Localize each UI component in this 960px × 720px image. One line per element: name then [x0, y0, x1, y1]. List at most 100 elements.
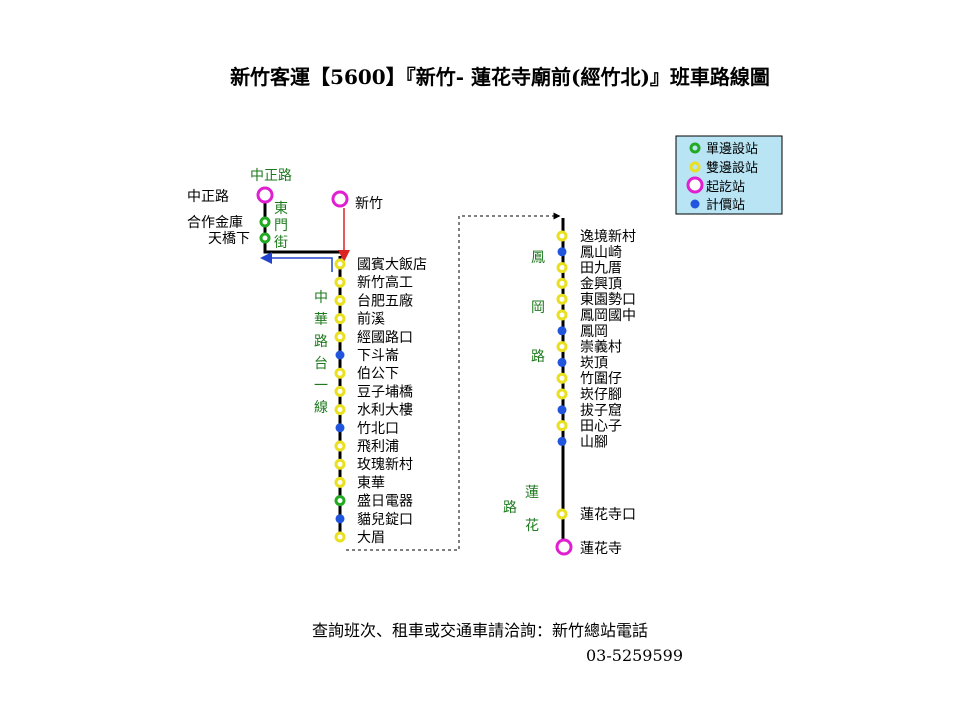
station-marker: [556, 388, 568, 400]
station-label: 竹北口: [357, 421, 399, 437]
station-label: 豆子埔橋: [357, 384, 413, 400]
legend-single-side-marker: [689, 142, 701, 154]
station-label: 崇義村: [580, 339, 622, 356]
road-label-dongmen-2: 門: [274, 218, 288, 234]
road-label-lianhua-1: 蓮: [525, 485, 539, 501]
footer-contact: 查詢班次、租車或交通車請洽詢：新竹總站電話: [312, 621, 648, 640]
station-marker: [334, 258, 346, 270]
station-marker: [334, 476, 346, 488]
legend-terminal-label: 起訖站: [706, 179, 745, 195]
station-marker: [557, 405, 567, 415]
road-label-lianhua-3: 花: [525, 518, 539, 534]
station-label-lianhua-kou: 蓮花寺口: [580, 507, 636, 523]
road-label-dongmen-3: 街: [274, 235, 288, 251]
station-marker: [334, 531, 346, 543]
station-label: 鳳岡: [580, 324, 608, 340]
station-marker-zhongzheng: [256, 186, 274, 204]
legend-single-side-label: 單邊設站: [706, 141, 758, 157]
station-marker: [557, 326, 567, 336]
station-label: 金興頂: [580, 276, 622, 292]
station-label-hezuo: 合作金庫: [187, 214, 243, 231]
station-label: 下斗崙: [357, 348, 399, 364]
station-label: 台肥五廠: [357, 292, 413, 309]
station-label: 崁頂: [580, 355, 608, 371]
station-marker: [334, 495, 346, 507]
road-label-fenggang-3: 路: [531, 349, 545, 365]
road-label-fenggang-1: 鳳: [531, 250, 545, 266]
station-label: 田心子: [580, 419, 622, 435]
station-label: 玫瑰新村: [357, 457, 413, 473]
station-label: 前溪: [357, 311, 385, 328]
station-marker: [334, 276, 346, 288]
station-label: 東華: [357, 475, 385, 491]
station-marker: [334, 331, 346, 343]
station-marker: [556, 309, 568, 321]
legend: 單邊設站 雙邊設站 起訖站 計價站: [675, 135, 783, 215]
station-label: 伯公下: [357, 366, 399, 382]
line-2-stops: 逸境新村鳳山崎田九厝金興頂東園勢口鳳岡國中鳳岡崇義村崁頂竹圍仔崁仔腳拔子窟田心子…: [556, 229, 636, 450]
station-label: 鳳山崎: [580, 245, 622, 261]
station-marker: [335, 350, 345, 360]
road-label-zhonghua-1: 中: [314, 290, 328, 306]
station-label: 飛利浦: [357, 439, 399, 455]
station-marker: [334, 367, 346, 379]
legend-double-side-label: 雙邊設站: [706, 160, 758, 176]
road-label-zhonghua-6: 線: [314, 400, 328, 416]
station-marker: [557, 436, 567, 446]
station-label: 拔子窟: [580, 402, 622, 419]
station-label: 崁仔腳: [580, 387, 622, 403]
station-label: 水利大樓: [357, 403, 413, 419]
station-label: 田九厝: [580, 261, 622, 277]
station-marker: [334, 313, 346, 325]
station-marker: [556, 293, 568, 305]
road-label-zhonghua-4: 台: [314, 356, 328, 372]
transfer-connector: [346, 212, 561, 551]
legend-fare-stage-marker: [690, 199, 700, 209]
page-title: 新竹客運【5600】『新竹- 蓮花寺廟前(經竹北)』班車路線圖: [230, 65, 770, 89]
station-label: 竹圍仔: [580, 371, 622, 387]
station-marker: [557, 247, 567, 257]
station-marker: [334, 294, 346, 306]
road-label-zhongzheng: 中正路: [250, 168, 292, 184]
road-label-fenggang-2: 岡: [531, 300, 545, 316]
station-label: 鳳岡國中: [580, 308, 636, 324]
station-label: 山腳: [580, 434, 608, 450]
road-label-zhonghua-3: 路: [314, 334, 328, 350]
station-label: 盛日電器: [357, 494, 413, 510]
station-marker: [556, 277, 568, 289]
station-marker: [334, 385, 346, 397]
station-marker: [556, 341, 568, 353]
station-label: 經國路口: [357, 330, 413, 346]
line-1-stops: 國賓大飯店新竹高工台肥五廠前溪經國路口下斗崙伯公下豆子埔橋水利大樓竹北口飛利浦玫…: [334, 256, 427, 546]
station-marker: [556, 420, 568, 432]
road-label-zhonghua-2: 華: [314, 312, 328, 328]
station-label: 新竹高工: [357, 274, 413, 291]
station-marker: [556, 372, 568, 384]
station-marker: [334, 404, 346, 416]
station-label: 貓兒錠口: [357, 512, 413, 528]
station-label-tianqiao: 天橋下: [208, 231, 250, 247]
legend-fare-stage-label: 計價站: [706, 197, 745, 213]
station-marker-lianhua-kou: [556, 508, 568, 520]
direction-arrow-blue: [260, 252, 333, 272]
station-marker: [556, 230, 568, 242]
station-marker-tianqiao: [259, 232, 271, 244]
legend-terminal-marker: [686, 176, 704, 194]
station-label: 大眉: [357, 530, 385, 546]
road-label-zhonghua-5: 一: [314, 378, 328, 394]
station-marker: [334, 440, 346, 452]
legend-double-side-marker: [689, 161, 701, 173]
station-label: 逸境新村: [580, 229, 636, 245]
station-label: 東園勢口: [580, 292, 636, 308]
station-marker-hsinchu: [331, 190, 349, 208]
station-label-lianhua-terminal: 蓮花寺: [580, 541, 622, 557]
footer-phone: 03-5259599: [586, 646, 683, 665]
station-label: 國賓大飯店: [357, 256, 427, 273]
station-marker: [556, 262, 568, 274]
station-label-hsinchu: 新竹: [355, 196, 383, 212]
station-label-zhongzheng: 中正路: [187, 189, 229, 205]
station-marker: [334, 458, 346, 470]
station-marker: [335, 423, 345, 433]
road-label-dongmen-1: 東: [274, 201, 288, 217]
